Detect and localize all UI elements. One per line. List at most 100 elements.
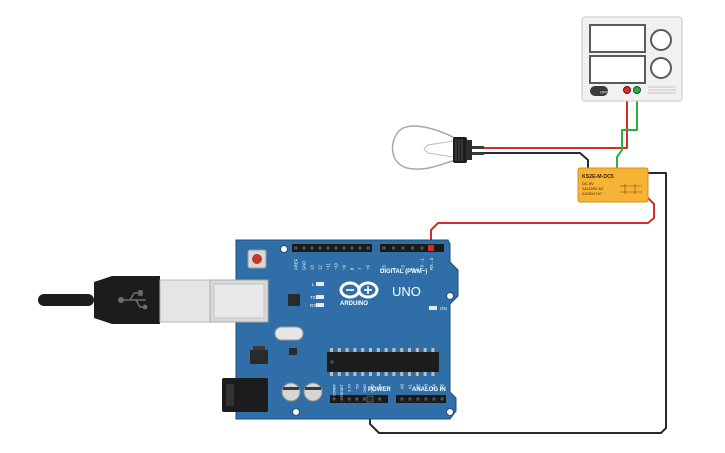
chip-pin <box>384 372 388 376</box>
digital-header-left[interactable] <box>292 244 372 252</box>
voltage-knob[interactable] <box>650 29 672 51</box>
power-pin-hole[interactable] <box>378 397 382 401</box>
power-pin-hole[interactable] <box>340 397 344 401</box>
digital-pin-label: 4 <box>391 267 396 270</box>
chip-pin <box>423 372 427 376</box>
analog-pin-label: A3 <box>424 383 429 389</box>
power-button[interactable] <box>590 86 608 96</box>
chip-pin <box>431 348 435 352</box>
digital-pin-hole[interactable] <box>350 246 354 250</box>
mount-hole <box>280 245 288 253</box>
voltage-display <box>589 24 646 53</box>
current-knob[interactable] <box>650 57 672 79</box>
digital-pin-hole[interactable] <box>302 246 306 250</box>
power-button-label: OFF <box>600 90 609 95</box>
mount-hole <box>446 292 454 300</box>
digital-pin-hole[interactable] <box>342 246 346 250</box>
power-pin-label: 3.3V <box>348 384 352 392</box>
digital-pin-hole[interactable] <box>310 246 314 250</box>
power-pin-label: GND <box>363 384 367 393</box>
digital-pin-hole[interactable] <box>420 246 424 250</box>
digital-pin-hole[interactable] <box>401 246 405 250</box>
digital-pin-hole[interactable] <box>382 246 386 250</box>
analog-pin-hole[interactable] <box>400 397 404 401</box>
chip-pin <box>361 348 365 352</box>
digital-pin-hole[interactable] <box>326 246 330 250</box>
wire-psu-negative-to-relay[interactable] <box>616 91 638 173</box>
on-led <box>429 306 437 310</box>
usb-cable[interactable] <box>38 276 269 324</box>
usb-port-face <box>213 283 265 319</box>
pin-2-connector[interactable] <box>428 245 434 251</box>
analog-pin-hole[interactable] <box>416 397 420 401</box>
light-bulb[interactable] <box>391 125 484 170</box>
chip-pin <box>337 348 341 352</box>
digital-pin-hole[interactable] <box>334 246 338 250</box>
reset-button[interactable] <box>252 254 262 264</box>
capacitor-2 <box>303 382 323 402</box>
digital-pin-label: ~9 <box>342 265 347 270</box>
l-led-label: L <box>312 282 315 287</box>
positive-terminal[interactable] <box>623 86 631 94</box>
digital-pin-hole[interactable] <box>294 246 298 250</box>
wire-bulb-to-relay[interactable] <box>483 152 589 173</box>
analog-pin-label: A1 <box>408 383 413 389</box>
analog-pin-hole[interactable] <box>440 397 444 401</box>
analog-pin-label: A2 <box>416 383 421 389</box>
relay[interactable]: KS2E-M-DC5 DC 5V 1A/125V AC 2A/30V DC <box>577 167 649 203</box>
digital-pin-hole[interactable] <box>366 246 370 250</box>
wire-psu-positive-to-bulb[interactable] <box>483 91 628 149</box>
chip-pin <box>369 348 372 352</box>
digital-pin-hole[interactable] <box>358 246 362 250</box>
chip-pin <box>415 372 419 376</box>
power-pin-hole[interactable] <box>332 397 336 401</box>
atmega-chip-pins <box>330 348 435 376</box>
digital-pin-label: 7 <box>358 267 363 270</box>
negative-terminal[interactable] <box>633 86 641 94</box>
bulb-socket <box>453 137 467 163</box>
crystal-oscillator <box>274 326 304 341</box>
analog-section-label: ANALOG IN <box>412 387 446 393</box>
wire-relay-to-pin2[interactable] <box>430 197 655 251</box>
digital-pin-label: 12 <box>318 265 323 270</box>
analog-pin-hole[interactable] <box>408 397 412 401</box>
chip-pin <box>400 348 404 352</box>
l-led <box>316 282 324 286</box>
bulb-terminal-2[interactable] <box>472 152 484 155</box>
rx-label: RX <box>310 303 316 308</box>
digital-pin-holes <box>294 246 433 250</box>
bulb-filament <box>423 140 454 158</box>
power-supply[interactable]: OFF <box>581 16 683 102</box>
chip-pin <box>408 348 411 352</box>
relay-spec-2: 1A/125V AC <box>582 186 604 191</box>
power-header[interactable] <box>330 395 388 403</box>
gnd-pin-connector[interactable] <box>366 395 374 403</box>
power-pin-hole[interactable] <box>362 397 366 401</box>
analog-pin-label: A5 <box>440 383 445 389</box>
digital-pin-hole[interactable] <box>411 246 414 250</box>
chip-pin <box>415 348 419 352</box>
mount-hole <box>446 408 454 416</box>
digital-pin-label: RX←0 <box>429 257 434 270</box>
capacitor-1-stripe <box>283 387 299 390</box>
wire-relay-to-gnd[interactable] <box>369 172 667 434</box>
usb-cable-cord <box>38 294 94 306</box>
digital-pin-hole[interactable] <box>392 246 395 250</box>
capacitor-1 <box>281 382 301 402</box>
chip-pin <box>353 372 357 376</box>
analog-pin-hole[interactable] <box>432 397 436 401</box>
digital-pin-label: ~5 <box>382 265 387 270</box>
tx-label: TX <box>310 295 316 300</box>
chip-pin <box>330 372 333 376</box>
analog-header[interactable] <box>396 395 446 403</box>
relay-spec-1: DC 5V <box>582 181 594 186</box>
power-pin-hole[interactable] <box>347 397 351 401</box>
power-pin-hole[interactable] <box>355 397 359 401</box>
digital-pin-hole[interactable] <box>318 246 322 250</box>
analog-pin-hole[interactable] <box>424 397 428 401</box>
bulb-terminal-1[interactable] <box>472 146 484 149</box>
